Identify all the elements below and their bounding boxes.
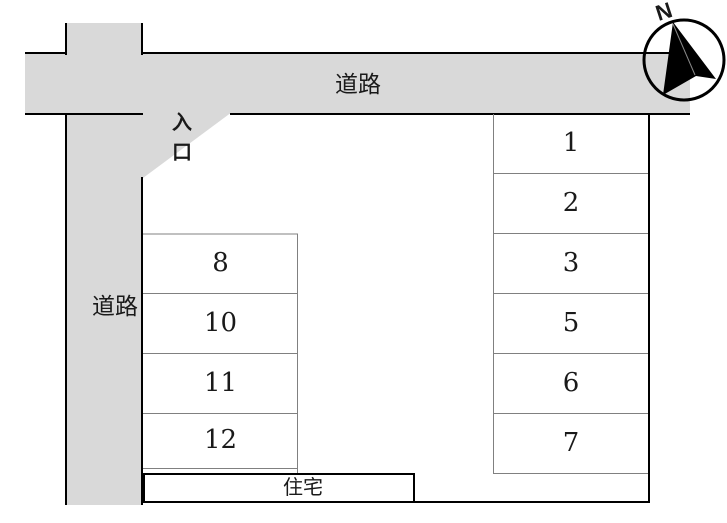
road-label-top: 道路 bbox=[335, 71, 381, 97]
entrance-driveway bbox=[143, 112, 232, 178]
parking-space-number: 10 bbox=[203, 308, 238, 338]
parking-space-number: 1 bbox=[562, 128, 580, 158]
entrance-label: 入口 bbox=[172, 112, 192, 164]
road-stub-top bbox=[65, 23, 143, 54]
road-label-left: 道路 bbox=[92, 293, 138, 319]
house-label: 住宅 bbox=[283, 477, 323, 499]
compass-arrow bbox=[663, 22, 716, 95]
parking-space-number: 5 bbox=[562, 308, 580, 338]
parking-space-number: 12 bbox=[203, 425, 238, 455]
compass-circle bbox=[642, 18, 726, 102]
parking-space-number: 3 bbox=[562, 248, 580, 278]
house-box bbox=[143, 473, 415, 503]
parking-space-number: 2 bbox=[562, 188, 580, 218]
north-arrow-icon bbox=[642, 18, 726, 102]
road-vertical bbox=[65, 114, 143, 505]
compass-arrow-fold-line bbox=[672, 23, 696, 76]
parking-space-number: 6 bbox=[562, 368, 580, 398]
road-horizontal bbox=[25, 54, 690, 114]
parking-space-number: 11 bbox=[203, 368, 238, 398]
parking-space-number: 7 bbox=[562, 428, 580, 458]
parking-space-number: 8 bbox=[212, 248, 229, 278]
